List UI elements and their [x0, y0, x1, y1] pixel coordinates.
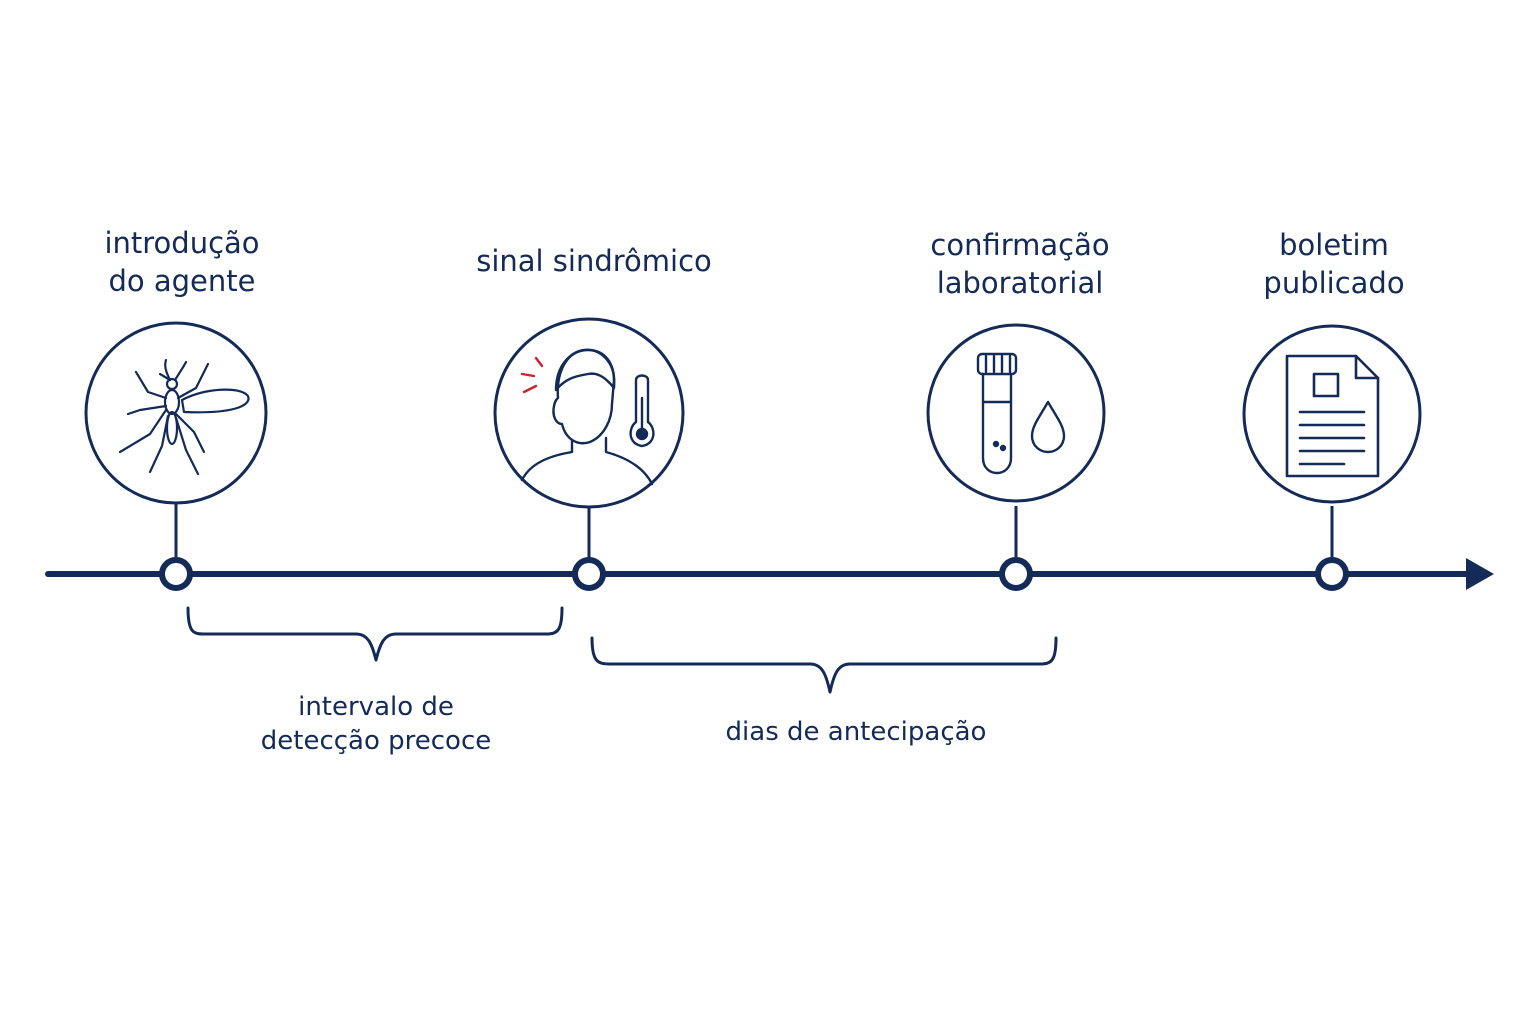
document-icon [1285, 354, 1380, 478]
event-label-line: introdução [104, 226, 260, 260]
event-label-line: sinal sindrômico [476, 244, 712, 278]
mosquito-icon [118, 358, 250, 476]
timeline-node-3 [999, 557, 1033, 591]
event-label-line: publicado [1263, 266, 1405, 300]
event-label-line: laboratorial [936, 266, 1104, 300]
interval-label-line: intervalo de [298, 692, 454, 722]
event-label-line: do agente [108, 264, 256, 298]
brace-anticipation [590, 636, 1058, 694]
event-label-line: confirmação [930, 228, 1110, 262]
timeline-node-1 [159, 557, 193, 591]
brace-early-detection [186, 606, 564, 662]
event-label-introduction: introdução do agente [104, 224, 259, 300]
interval-label-line: detecção precoce [260, 726, 492, 756]
interval-label-early-detection: intervalo de detecção precoce [261, 690, 492, 758]
event-label-line: boletim [1279, 228, 1389, 262]
event-label-syndromic-signal: sinal sindrômico [476, 242, 712, 280]
event-label-bulletin: boletim publicado [1263, 226, 1404, 302]
event-label-lab-confirmation: confirmação laboratorial [930, 226, 1109, 302]
fever-marks [520, 356, 544, 394]
interval-label-anticipation: dias de antecipação [726, 715, 987, 749]
timeline-arrowhead [1466, 558, 1494, 590]
timeline-node-4 [1315, 557, 1349, 591]
timeline-node-2 [572, 557, 606, 591]
interval-label-line: dias de antecipação [725, 717, 987, 747]
patient-fever-icon [520, 348, 655, 486]
test-tube-drop-icon [976, 352, 1066, 475]
icon-circle-3 [926, 323, 1106, 503]
